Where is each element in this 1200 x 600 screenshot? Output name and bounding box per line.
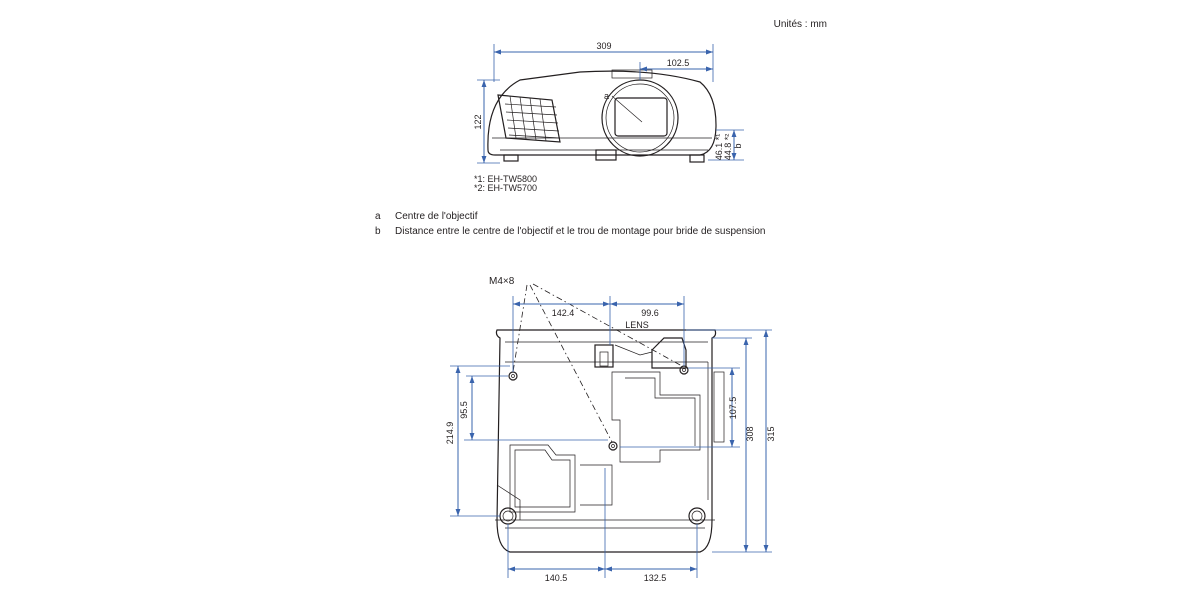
front-top-slider [611,69,653,79]
dim-text-309: 309 [596,41,611,51]
dim-text-308: 308 [745,426,755,441]
footnote-1: *1: EH-TW5800 [474,174,537,184]
legend-key: b [375,226,381,237]
dim-text-448: 44.8 *² [723,134,733,161]
projector-bottom-outline [495,329,717,553]
dim-text-2149: 214.9 [445,422,455,445]
callout-b: b [733,143,743,148]
dim-text-1325: 132.5 [644,573,667,583]
dim-text-122: 122 [473,114,483,129]
front-lens-window [614,97,668,137]
dim-text-315: 315 [766,426,776,441]
legend-item-a: a Centre de l'objectif [375,211,875,225]
dim-text-996: 99.6 [641,308,659,318]
footnote-2: *2: EH-TW5700 [474,183,537,193]
screw-hole-left [508,371,518,381]
foot-rear-left [499,507,517,525]
dim-text-1075: 107.5 [728,397,738,420]
bottom-view: M4×8 142.4 99.6 LENS 95.5 214.9 107.5 30… [445,276,776,583]
front-view: 309 102.5 122 46.1 *¹ 44.8 *² b a *1: EH… [473,41,744,193]
leader-m4-center [529,284,613,443]
bottom-side-slot [713,371,725,443]
vent-grille [497,94,561,143]
units-label: Unités : mm [774,19,827,30]
dim-text-955: 95.5 [459,401,469,419]
legend-item-b: b Distance entre le centre de l'objectif… [375,226,875,240]
front-foot-left [503,154,519,162]
front-lens-lever [595,149,617,161]
dim-text-1424: 142.4 [552,308,575,318]
legend-text: Centre de l'objectif [395,211,478,222]
screw-hole-right [679,365,689,375]
lens-label: LENS [625,320,649,330]
bottom-lamp-cover [509,444,576,513]
front-foot-right [689,154,705,163]
screw-spec-label: M4×8 [489,276,515,287]
dim-text-1405: 140.5 [545,573,568,583]
bottom-lens-housing [651,337,687,369]
callout-a: a [604,91,609,101]
bottom-lens-lever [594,344,614,368]
dim-text-461: 46.1 *¹ [714,134,724,161]
projector-front-outline [487,70,717,156]
leader-m4-right [532,283,683,367]
bottom-filter-panel [611,371,701,463]
foot-rear-right [688,507,706,525]
dim-text-1025: 102.5 [667,58,690,68]
legend-text: Distance entre le centre de l'objectif e… [395,226,766,237]
leader-m4-left [512,284,528,373]
legend-key: a [375,211,381,222]
screw-hole-center [608,441,618,451]
